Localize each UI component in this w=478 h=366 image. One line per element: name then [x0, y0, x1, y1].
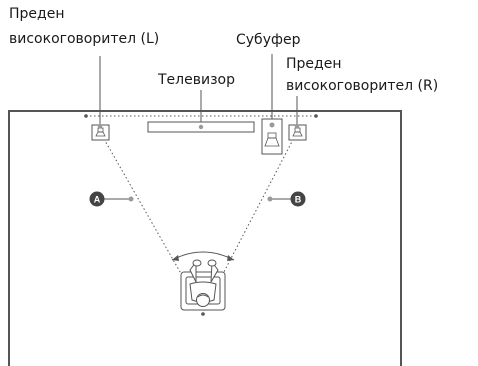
front-left-speaker-icon	[91, 123, 110, 141]
marker-a-text: A	[94, 194, 101, 204]
label-leader-lines	[99, 54, 298, 126]
corner-dot-right	[314, 114, 318, 118]
subwoofer-label: Субуфер	[236, 32, 301, 48]
listener-dot	[201, 312, 205, 316]
corner-dot-left	[84, 114, 88, 118]
subwoofer-icon	[261, 118, 283, 155]
tv-label: Телевизор	[158, 72, 235, 88]
front-right-speaker-icon	[288, 123, 307, 141]
angle-arc	[171, 251, 235, 261]
marker-b-text: B	[295, 194, 302, 204]
listener-in-chair-icon	[180, 259, 226, 311]
marker-b: B	[267, 191, 306, 207]
room-walls	[8, 110, 402, 366]
tv-dot	[198, 124, 204, 130]
front-left-speaker-label-line1: Преден	[9, 6, 65, 22]
marker-a: A	[89, 191, 134, 207]
front-left-speaker-label-line2: високоговорител (L)	[9, 31, 160, 47]
front-right-speaker-label-line1: Преден	[286, 56, 342, 72]
front-right-speaker-label-line2: високоговорител (R)	[286, 78, 439, 94]
